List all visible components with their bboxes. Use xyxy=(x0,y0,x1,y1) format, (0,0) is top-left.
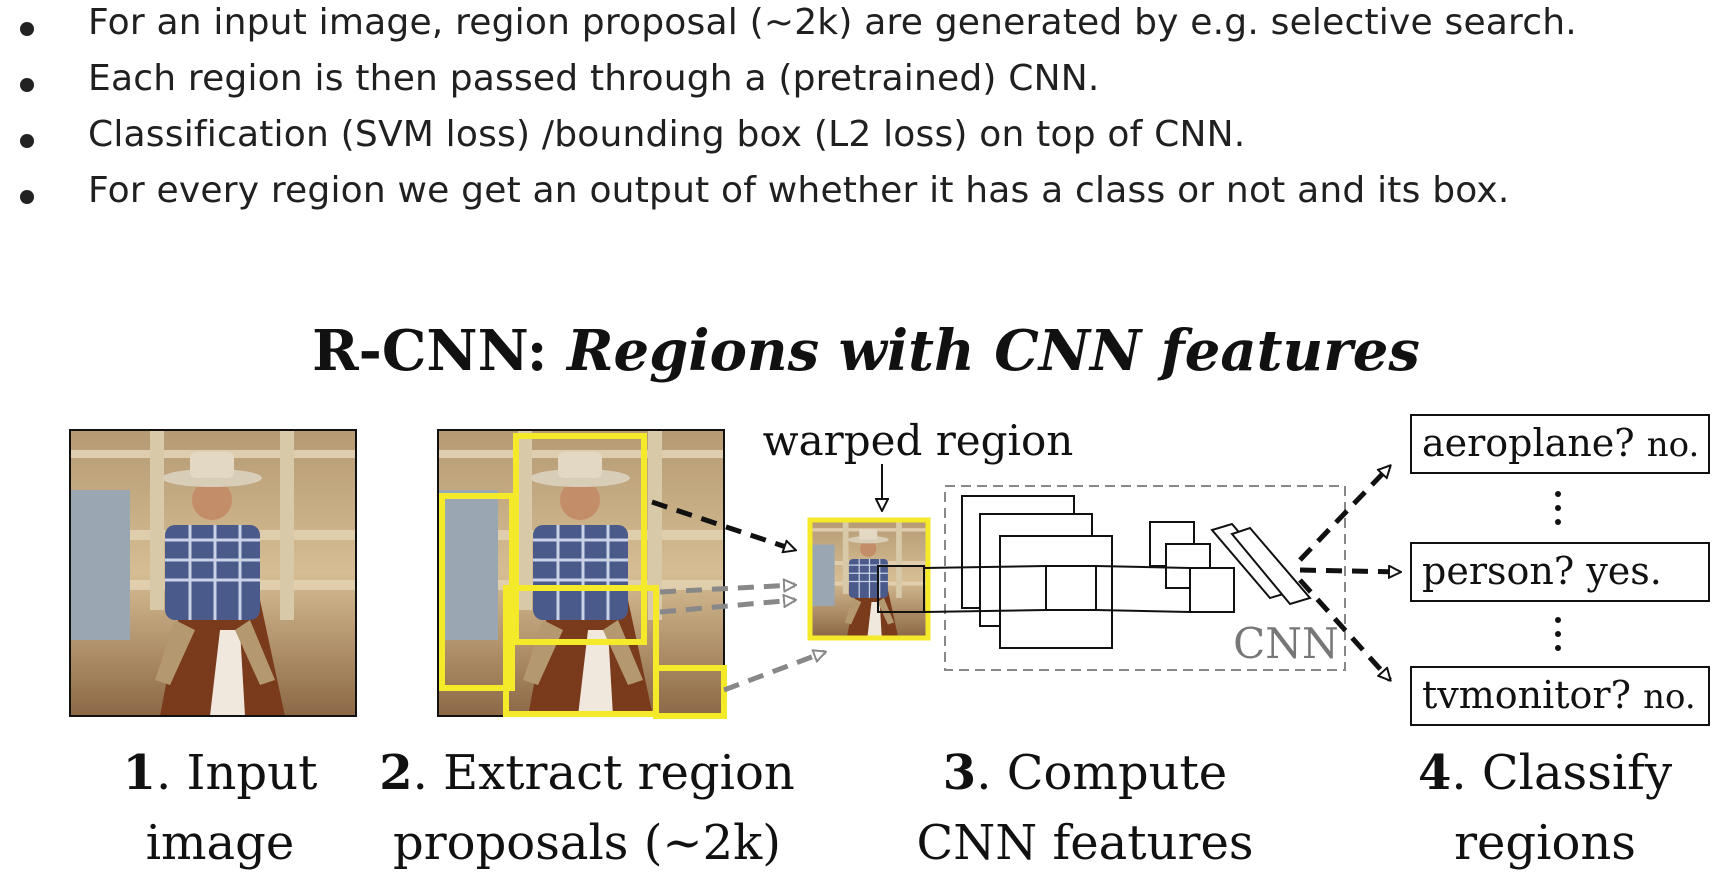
proposal-box xyxy=(439,493,515,691)
class-box-person: person? yes. xyxy=(1410,542,1710,602)
step-number: 2 xyxy=(379,745,413,801)
diagram-title-bold: R-CNN: xyxy=(312,318,548,384)
proposal-box xyxy=(513,433,647,645)
ellipsis-dots xyxy=(1555,491,1561,651)
step-line1: . Compute xyxy=(976,745,1228,801)
proposal-arrow xyxy=(659,600,795,615)
class-box-aeroplane: aeroplane? no. xyxy=(1410,414,1710,474)
proposal-arrow xyxy=(723,652,825,693)
diagram-title: R-CNN: Regions with CNN features xyxy=(0,318,1732,384)
bullet-dot-icon xyxy=(20,78,34,92)
cnn-label: CNN xyxy=(1233,619,1339,668)
step-line2: proposals (~2k) xyxy=(393,815,781,871)
step-caption-2: 2. Extract region proposals (~2k) xyxy=(372,738,802,878)
input-image xyxy=(68,428,358,718)
bullet-text: For every region we get an output of whe… xyxy=(88,170,1510,211)
bullet-item: For every region we get an output of whe… xyxy=(0,168,1732,226)
step-caption-1: 1. Input image xyxy=(90,738,350,878)
bullet-item: For an input image, region proposal (~2k… xyxy=(0,0,1732,58)
class-answer: no. xyxy=(1646,425,1700,465)
bullet-item: Each region is then passed through a (pr… xyxy=(0,56,1732,114)
step-caption-4: 4. Classify regions xyxy=(1395,738,1695,878)
step-line1: . Input xyxy=(156,745,318,801)
step-number: 1 xyxy=(122,745,157,801)
class-answer: no. xyxy=(1643,677,1696,717)
proposal-box xyxy=(503,585,659,717)
proposals-image xyxy=(436,428,727,719)
bullet-dot-icon xyxy=(20,22,34,36)
cnn-layers xyxy=(923,495,1312,649)
cnn-box xyxy=(944,485,1346,671)
class-box-tvmonitor: tvmonitor? no. xyxy=(1410,666,1710,726)
bullet-text: Classification (SVM loss) /bounding box … xyxy=(88,114,1246,155)
class-name: tvmonitor? xyxy=(1422,673,1631,717)
step-line1: . Classify xyxy=(1451,745,1673,801)
step-number: 3 xyxy=(942,745,977,801)
bullet-dot-icon xyxy=(20,190,34,204)
bullet-dot-icon xyxy=(20,134,34,148)
bullet-item: Classification (SVM loss) /bounding box … xyxy=(0,112,1732,170)
step-line1: . Extract region xyxy=(412,745,795,801)
bullet-text: For an input image, region proposal (~2k… xyxy=(88,2,1577,43)
step-line2: CNN features xyxy=(916,815,1254,871)
class-answer: yes. xyxy=(1586,549,1662,593)
proposal-box xyxy=(653,665,727,719)
class-name: person? xyxy=(1422,549,1575,593)
proposal-arrow xyxy=(659,585,795,595)
step-number: 4 xyxy=(1417,745,1452,801)
warped-region-image xyxy=(807,517,931,641)
warped-region-label: warped region xyxy=(763,416,1074,465)
step-line2: regions xyxy=(1454,815,1636,871)
step-caption-3: 3. Compute CNN features xyxy=(895,738,1275,878)
class-name: aeroplane? xyxy=(1422,421,1635,465)
step-line2: image xyxy=(145,815,295,871)
diagram-title-italic: Regions with CNN features xyxy=(566,318,1420,384)
bullet-text: Each region is then passed through a (pr… xyxy=(88,58,1100,99)
